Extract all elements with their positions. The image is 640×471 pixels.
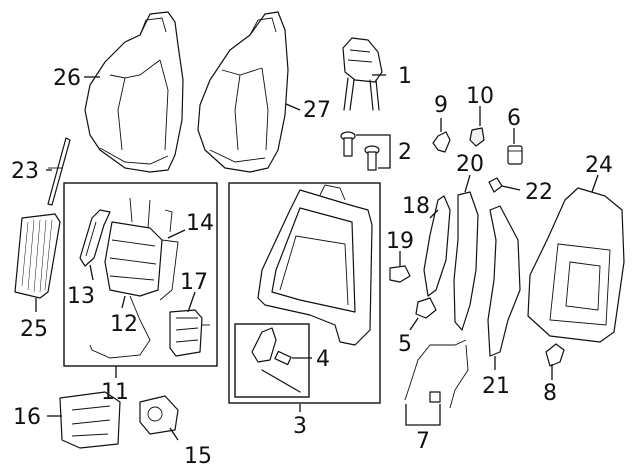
part-4-recliner xyxy=(251,327,301,393)
part-8-connector xyxy=(545,343,565,367)
part-19-clip xyxy=(389,265,411,283)
leader-lines xyxy=(35,74,599,441)
callout-6: 6 xyxy=(507,106,521,131)
callout-14: 14 xyxy=(186,211,214,236)
part-23-rod xyxy=(47,137,71,206)
callout-21: 21 xyxy=(482,374,510,399)
part-26-seatback-cover xyxy=(84,11,184,173)
part-17-module xyxy=(169,309,210,357)
part-24-back-panel xyxy=(527,187,625,343)
part-20-trim xyxy=(453,191,479,331)
callout-1: 1 xyxy=(398,64,412,89)
part-2-guides xyxy=(340,131,380,171)
part-15-motor xyxy=(139,395,179,435)
callout-24: 24 xyxy=(585,153,613,178)
callout-26: 26 xyxy=(53,66,81,91)
part-3-frame xyxy=(257,184,373,346)
callout-11: 11 xyxy=(101,380,129,405)
part-9-clip xyxy=(432,131,451,153)
part-5-clip xyxy=(415,297,437,319)
part-25-panel xyxy=(14,213,61,299)
callout-27: 27 xyxy=(303,98,331,123)
part-1-headrest xyxy=(342,37,383,111)
callout-20: 20 xyxy=(456,152,484,177)
part-6-cap xyxy=(507,145,523,165)
callout-15: 15 xyxy=(184,444,212,469)
callout-5: 5 xyxy=(398,332,412,357)
part-13-lumbar-pad xyxy=(79,209,111,267)
callout-16: 16 xyxy=(13,405,41,430)
callout-2: 2 xyxy=(398,140,412,165)
group-box-11 xyxy=(63,182,218,367)
callout-19: 19 xyxy=(386,229,414,254)
callout-8: 8 xyxy=(543,381,557,406)
group-box-3 xyxy=(228,182,381,404)
callout-3: 3 xyxy=(293,414,307,439)
callout-18: 18 xyxy=(402,194,430,219)
part-16-switch xyxy=(59,391,121,449)
callout-12: 12 xyxy=(110,312,138,337)
part-18-trim xyxy=(423,195,451,297)
part-21-trim xyxy=(487,205,521,357)
callout-4: 4 xyxy=(316,347,330,372)
callout-9: 9 xyxy=(434,93,448,118)
callout-25: 25 xyxy=(20,317,48,342)
part-22-clip xyxy=(488,177,503,193)
part-7-cable xyxy=(404,339,469,409)
callout-17: 17 xyxy=(180,270,208,295)
group-box-4 xyxy=(234,323,310,398)
callout-10: 10 xyxy=(466,84,494,109)
callout-7: 7 xyxy=(416,429,430,454)
callout-22: 22 xyxy=(525,180,553,205)
part-10-clip xyxy=(469,127,485,147)
part-12-lumbar-support xyxy=(89,197,179,359)
part-27-seatback-pad xyxy=(197,11,289,173)
callout-13: 13 xyxy=(67,284,95,309)
callout-23: 23 xyxy=(11,159,39,184)
